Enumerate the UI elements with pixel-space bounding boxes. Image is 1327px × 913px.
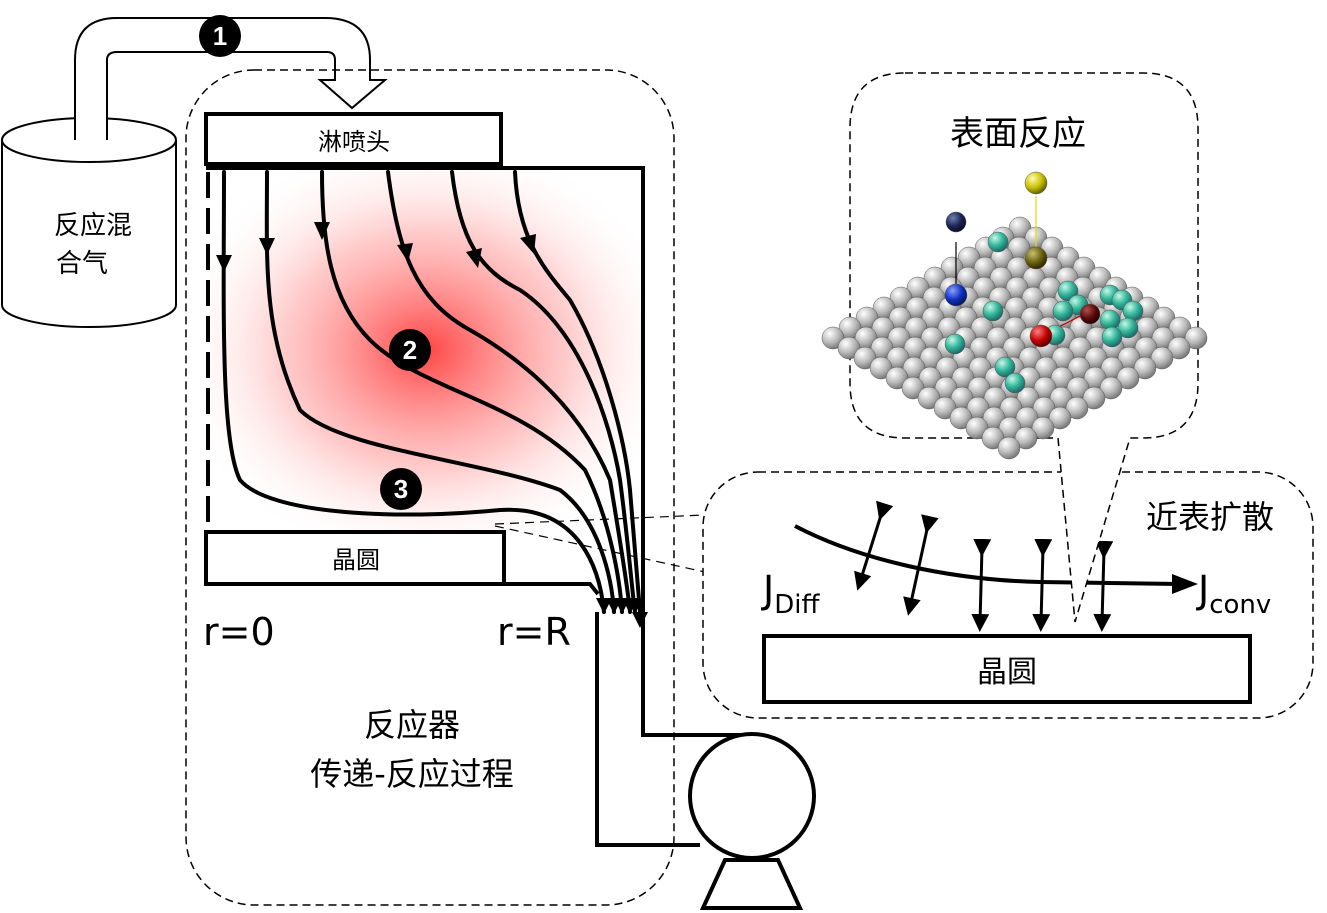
jconv-label: Jconv [1196, 568, 1271, 620]
convection-arrowhead [1172, 574, 1198, 594]
radius-center-label: r=0 [203, 610, 275, 654]
step-marker-1: 1 [199, 15, 241, 57]
pump-icon [688, 732, 816, 910]
reactor-boundary [185, 69, 675, 906]
showerhead-label: 淋喷头 [318, 128, 390, 156]
gas-label-line1: 反应混 [54, 211, 132, 241]
reactor-caption-line1: 反应器 [364, 706, 460, 744]
step-marker-3: 3 [380, 468, 422, 510]
jdiff-label: JDiff [761, 568, 820, 620]
radius-edge-label: r=R [497, 610, 571, 654]
diffusion-arrows [854, 500, 1114, 632]
svg-text:2: 2 [403, 335, 417, 365]
exhaust-outlet [595, 612, 700, 847]
gas-label-line2: 合气 [56, 249, 108, 279]
wafer-holder [204, 530, 506, 586]
chamber-wall [206, 166, 760, 737]
step-marker-2: 2 [389, 329, 431, 371]
streamline-arrowheads [216, 222, 648, 628]
diffusion-wafer-label: 晶圆 [977, 655, 1037, 690]
svg-text:3: 3 [394, 474, 408, 504]
zoom-lines [494, 514, 706, 573]
showerhead [204, 112, 503, 166]
diffusion-wafer [762, 634, 1252, 704]
diffusion-panel-title: 近表扩散 [1146, 498, 1274, 536]
wafer-label: 晶圆 [332, 546, 380, 574]
reactor-caption-line2: 传递-反应过程 [310, 755, 514, 793]
surface-panel-title: 表面反应 [950, 114, 1086, 154]
atom-surface-icon [821, 171, 1208, 460]
svg-text:1: 1 [213, 21, 227, 51]
gas-supply-pipe [74, 17, 388, 140]
